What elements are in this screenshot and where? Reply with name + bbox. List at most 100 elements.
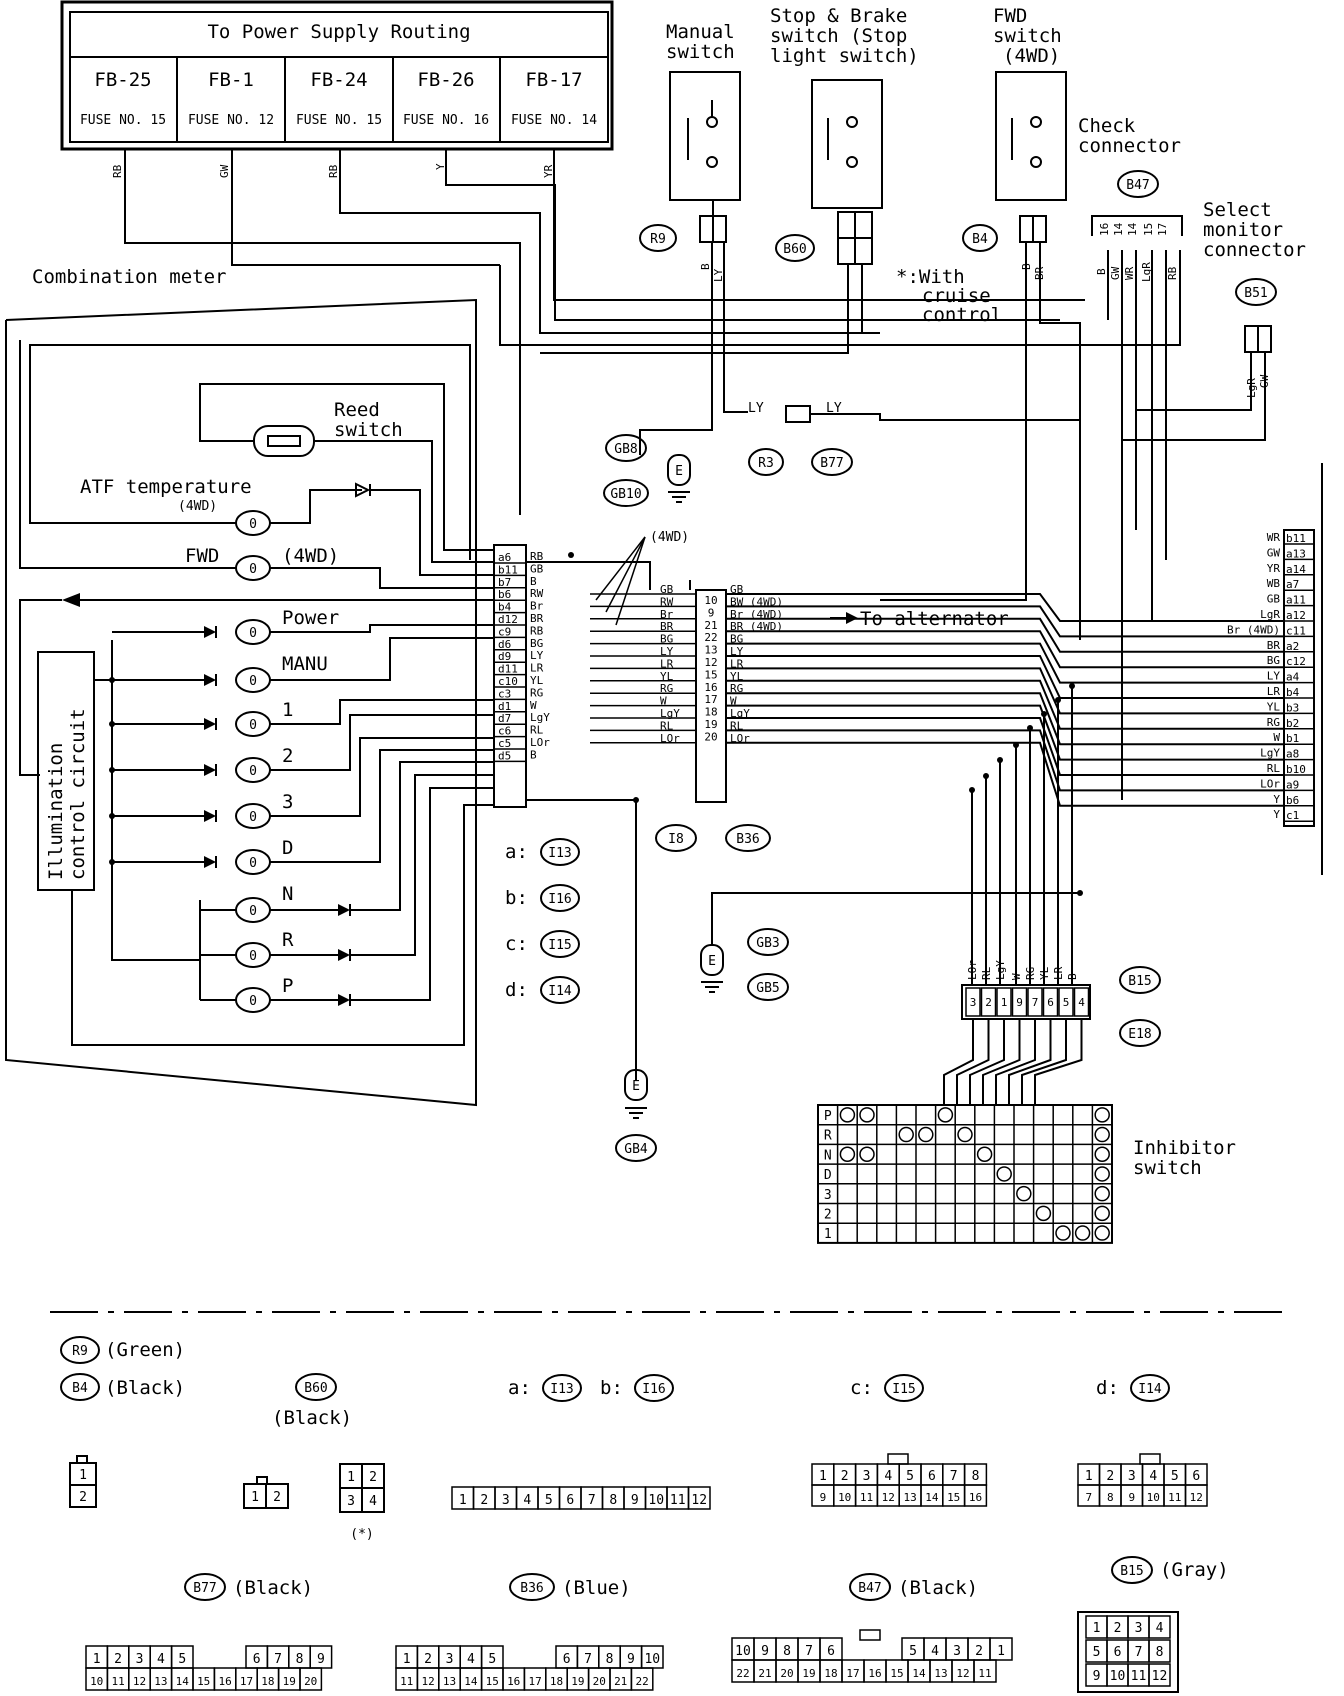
svg-text:4: 4 xyxy=(369,1494,377,1509)
meter-wire-label: RW xyxy=(530,587,544,600)
meter-wire-label: LOr xyxy=(530,736,550,749)
connector-pin: 5 xyxy=(1171,1469,1179,1484)
middle-right-wire-label: LOr xyxy=(730,732,750,745)
connector-pin: 13 xyxy=(934,1667,947,1680)
tcm-connector: b11a13a14a7a11a12c11a2c12a4b4b3b2b1a8b10… xyxy=(1227,463,1323,875)
svg-text:B15: B15 xyxy=(1128,974,1151,989)
tcm-pin-label: a11 xyxy=(1286,594,1306,607)
connector-pin: 18 xyxy=(550,1675,563,1688)
middle-left-wire-label: LOr xyxy=(660,732,680,745)
connector-pin: 11 xyxy=(400,1675,413,1688)
connector-pin: 2 xyxy=(114,1652,122,1667)
middle-right-wire-label: RG xyxy=(730,682,743,695)
fuse-code: FB-24 xyxy=(310,69,367,91)
inhibitor-wire-label: LgY xyxy=(994,960,1007,980)
manual-switch-label: Manual xyxy=(666,21,735,43)
connector-pin: 22 xyxy=(635,1675,648,1688)
connector-pin: 20 xyxy=(593,1675,606,1688)
middle-right-wire-label: LY xyxy=(730,645,744,658)
middle-pin-label: 20 xyxy=(704,730,717,743)
inhibitor-row-label: D xyxy=(824,1168,832,1183)
inhibitor-pin-label: 3 xyxy=(970,996,977,1009)
middle-right-wire-label: LgY xyxy=(730,707,750,720)
svg-text:(Blue): (Blue) xyxy=(562,1577,631,1599)
b36-badge: B36 xyxy=(725,824,771,852)
tcm-wire-label: Br (4WD) xyxy=(1227,623,1280,636)
middle-right-wire-label: LR xyxy=(730,657,744,670)
middle-pin-label: 17 xyxy=(704,693,717,706)
connector-pin: 12 xyxy=(133,1675,146,1688)
svg-text:LY: LY xyxy=(748,401,764,416)
middle-left-wire-label: RL xyxy=(660,719,674,732)
connector-pin: 10 xyxy=(1147,1491,1160,1504)
middle-right-wire-label: BR (4WD) xyxy=(730,620,783,633)
tcm-wire-label: Y xyxy=(1273,793,1280,806)
svg-text:Illumination: Illumination xyxy=(45,743,67,880)
svg-text:3: 3 xyxy=(347,1494,355,1509)
svg-text:15: 15 xyxy=(1142,223,1155,236)
tcm-wire-label: RL xyxy=(1267,762,1281,775)
svg-text:E18: E18 xyxy=(1128,1027,1151,1042)
connector-pin: 2 xyxy=(975,1644,983,1659)
connector-pin: 20 xyxy=(304,1675,317,1688)
inhibitor-row-label: 1 xyxy=(824,1227,832,1242)
connector-pin: 12 xyxy=(1152,1669,1168,1684)
svg-text:(4WD): (4WD) xyxy=(650,530,689,545)
middle-right-wire-label: W xyxy=(730,695,737,708)
svg-text:light switch): light switch) xyxy=(770,45,919,67)
connector-pin: 8 xyxy=(972,1469,980,1484)
connector-pin: 4 xyxy=(467,1652,475,1667)
connector-faces: R9 (Green) B4 (Black) B60 (Black) a: I13… xyxy=(60,1336,1229,1693)
svg-text:0: 0 xyxy=(249,904,257,919)
connector-pin: 19 xyxy=(802,1667,815,1680)
connector-pin: 15 xyxy=(947,1491,960,1504)
svg-text:(Black): (Black) xyxy=(898,1577,978,1599)
connector-pin: 1 xyxy=(403,1652,411,1667)
tcm-wire-label: W xyxy=(1273,731,1280,744)
connector-pin: 17 xyxy=(846,1667,859,1680)
meter-wire-label: LR xyxy=(530,662,544,675)
svg-text:(Black): (Black) xyxy=(233,1577,313,1599)
svg-text:E: E xyxy=(708,954,716,969)
connector-pin: 7 xyxy=(584,1652,592,1667)
tcm-wire-label: LgY xyxy=(1260,747,1280,760)
svg-text:a:: a: xyxy=(508,1377,531,1399)
middle-pin-label: 10 xyxy=(704,594,717,607)
b47-badge: B47 xyxy=(1117,170,1159,198)
svg-text:Check: Check xyxy=(1078,115,1136,137)
svg-text:B60: B60 xyxy=(304,1381,327,1396)
svg-text:I15: I15 xyxy=(548,938,571,953)
svg-text:2: 2 xyxy=(273,1490,281,1505)
svg-text:1: 1 xyxy=(282,699,293,721)
ground-gb8: GB8 GB10 E xyxy=(603,434,691,507)
svg-text:B: B xyxy=(1095,268,1108,275)
connector-pin: 6 xyxy=(563,1652,571,1667)
svg-text:connector: connector xyxy=(1203,239,1306,261)
svg-text:switch (Stop: switch (Stop xyxy=(770,25,907,47)
meter-wire-label: RB xyxy=(530,624,544,637)
middle-left-wire-label: RG xyxy=(660,682,673,695)
inhibitor-wire-label: W xyxy=(1010,973,1023,980)
select-monitor-connector: Select monitor connector B51 LgR GW xyxy=(1122,199,1306,441)
svg-text:E: E xyxy=(632,1079,640,1094)
connector-pin: 2 xyxy=(480,1493,488,1508)
tcm-pin-label: c12 xyxy=(1286,655,1306,668)
svg-text:0: 0 xyxy=(249,718,257,733)
svg-text:control: control xyxy=(922,304,1002,326)
svg-text:B: B xyxy=(699,263,712,270)
svg-text:Reed: Reed xyxy=(334,399,380,421)
svg-text:c:: c: xyxy=(505,933,528,955)
tcm-pin-label: b10 xyxy=(1286,763,1306,776)
connector-pin: 14 xyxy=(176,1675,190,1688)
svg-text:0: 0 xyxy=(249,517,257,532)
connector-pin: 17 xyxy=(240,1675,253,1688)
meter-wire-label: W xyxy=(530,699,537,712)
tcm-wire-label: WB xyxy=(1267,577,1281,590)
tcm-pin-label: c1 xyxy=(1286,809,1299,822)
inhibitor-pin-label: 4 xyxy=(1078,996,1085,1009)
